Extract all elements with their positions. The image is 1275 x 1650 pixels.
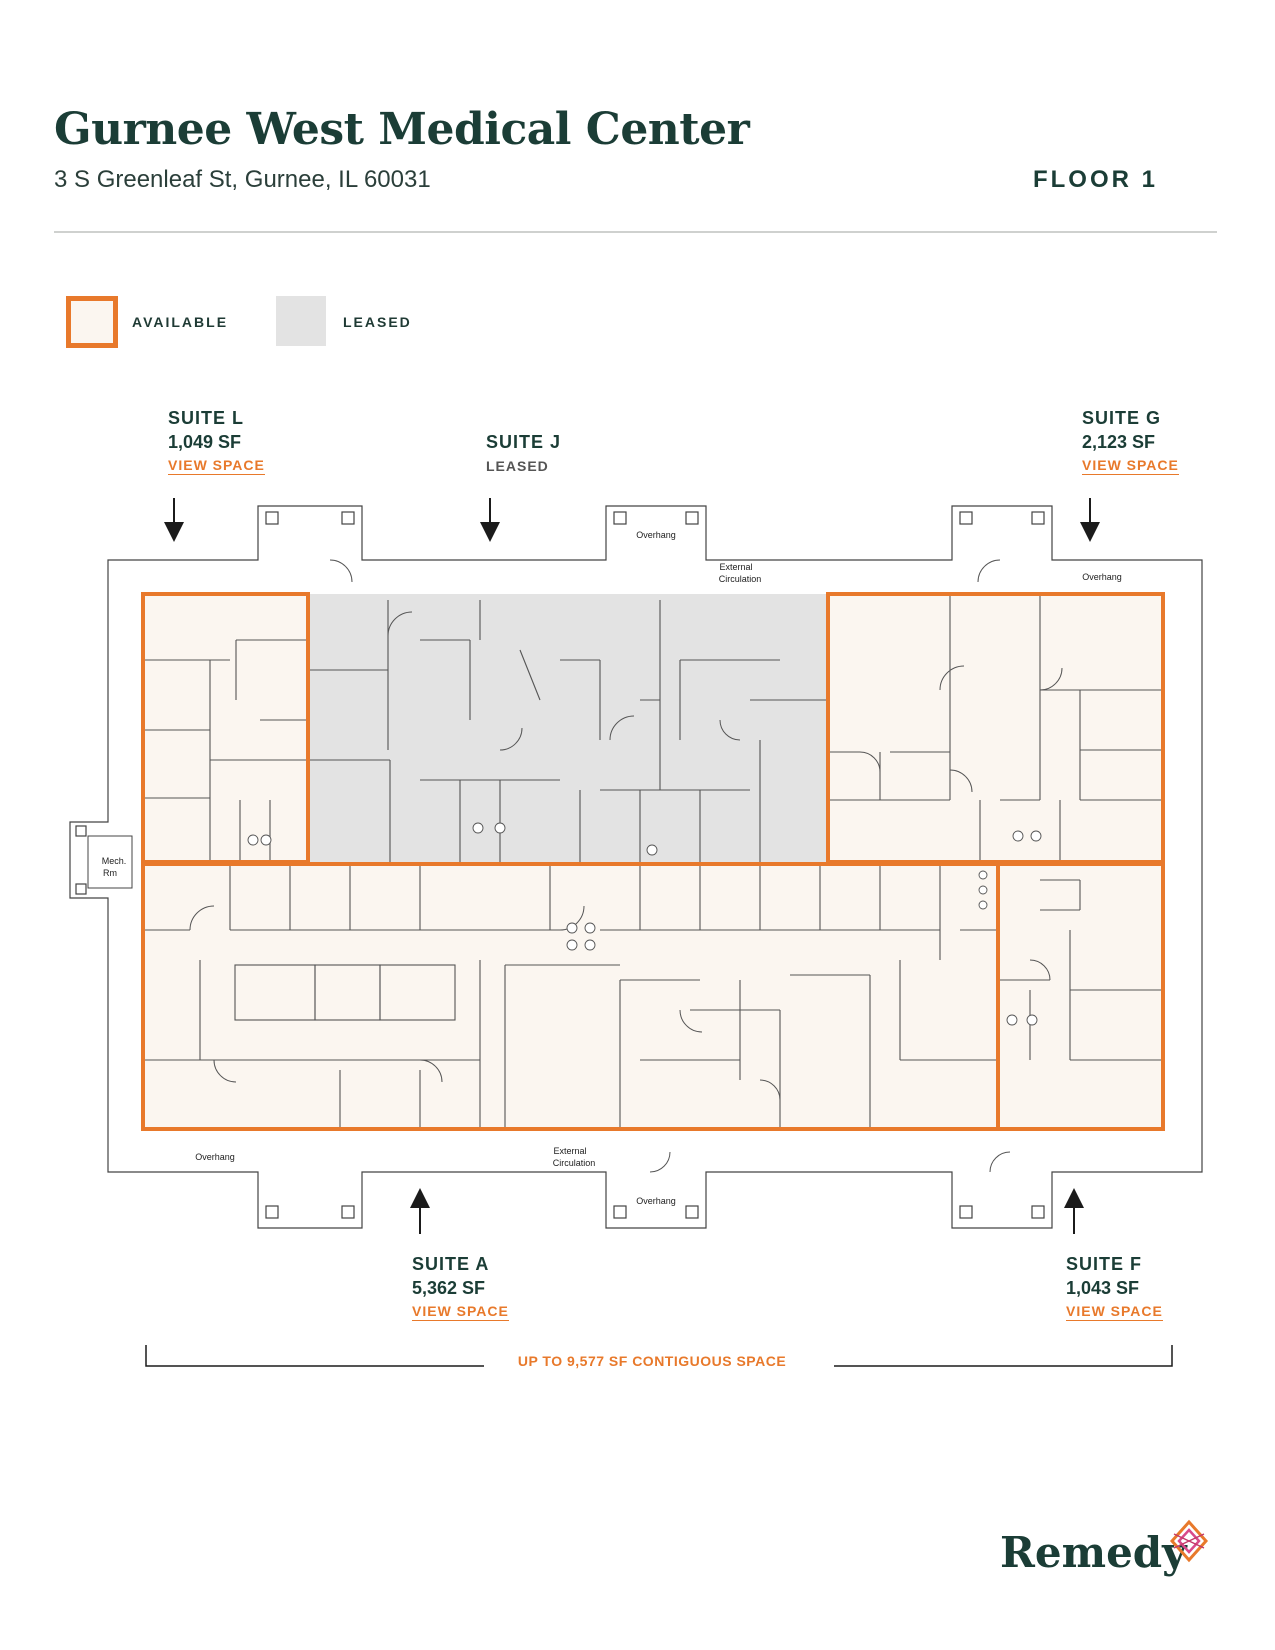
available-fills (143, 594, 1163, 1129)
suite-f-view-space-link[interactable]: VIEW SPACE (1066, 1303, 1163, 1321)
external-circulation-bottom-1: External (553, 1146, 586, 1156)
overhang-label-right: Overhang (1082, 572, 1122, 582)
legend-leased-label: LEASED (343, 314, 412, 330)
suite-a-area: 5,362 SF (412, 1278, 486, 1298)
available-suite-outlines (141, 592, 1165, 1131)
suite-f-area: 1,043 SF (1066, 1278, 1140, 1298)
suite-l-area: 1,049 SF (168, 432, 242, 452)
suite-a-name: SUITE A (412, 1254, 490, 1274)
suite-l-name: SUITE L (168, 408, 245, 428)
legend-available-label: AVAILABLE (132, 314, 229, 330)
legend-leased-swatch (276, 296, 326, 346)
interior-walls (143, 594, 1163, 1129)
suite-a-callout: SUITE A 5,362 SF VIEW SPACE (412, 1252, 509, 1321)
suite-j-callout: SUITE J LEASED (486, 430, 561, 476)
contiguous-space-text: UP TO 9,577 SF CONTIGUOUS SPACE (517, 1353, 787, 1369)
suite-l-callout: SUITE L 1,049 SF VIEW SPACE (168, 406, 265, 475)
suite-j-name: SUITE J (486, 432, 562, 452)
floor-label: FLOOR 1 (1032, 166, 1158, 193)
suite-g-view-space-link[interactable]: VIEW SPACE (1082, 457, 1179, 475)
overhang-label-bottom: Overhang (636, 1196, 676, 1206)
building-address: 3 S Greenleaf St, Gurnee, IL 60031 (54, 166, 431, 193)
suite-j-status: LEASED (486, 458, 549, 474)
mechanical-room (87, 835, 133, 889)
overhang-label-bottom-left: Overhang (195, 1152, 235, 1162)
legend-available-swatch (66, 296, 118, 348)
mech-room-label-1: Mech. (102, 856, 127, 866)
suite-g-name: SUITE G (1082, 408, 1162, 428)
mech-room-label-2: Rm (103, 868, 117, 878)
external-circulation-top-1: External (719, 562, 752, 572)
contiguous-space-callout: UP TO 9,577 SF CONTIGUOUS SPACE (140, 1340, 1164, 1370)
suite-l-view-space-link[interactable]: VIEW SPACE (168, 457, 265, 475)
header-divider (54, 231, 1217, 233)
contiguous-bracket (145, 1345, 1173, 1367)
suite-a-view-space-link[interactable]: VIEW SPACE (412, 1303, 509, 1321)
suite-g-callout: SUITE G 2,123 SF VIEW SPACE (1082, 406, 1179, 475)
suite-f-callout: SUITE F 1,043 SF VIEW SPACE (1066, 1252, 1163, 1321)
door-swings (189, 559, 1063, 1173)
brand-name: Remedy (1000, 1528, 1187, 1577)
external-circulation-bottom-2: Circulation (553, 1158, 596, 1168)
external-circulation-top-2: Circulation (719, 574, 762, 584)
structural-columns (75, 511, 1045, 1219)
suite-f-name: SUITE F (1066, 1254, 1143, 1274)
suite-j-leased-area (310, 594, 828, 862)
remedy-logo-icon (1169, 1519, 1209, 1563)
remedy-logo: Remedy (1000, 1519, 1209, 1577)
suite-g-area: 2,123 SF (1082, 432, 1156, 452)
restroom-fixtures (247, 822, 1042, 1026)
page-title: Gurnee West Medical Center (54, 104, 750, 155)
overhang-label-top: Overhang (636, 530, 676, 540)
